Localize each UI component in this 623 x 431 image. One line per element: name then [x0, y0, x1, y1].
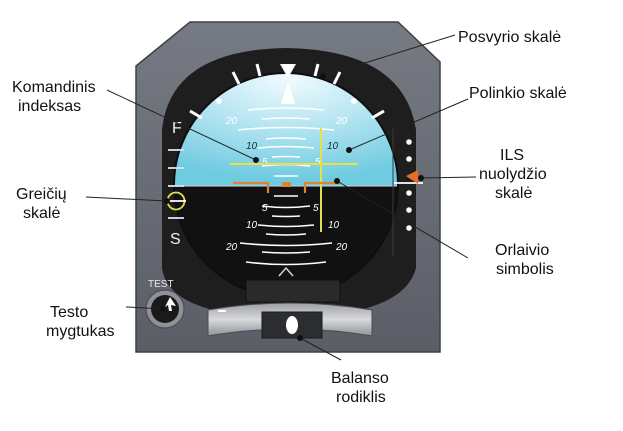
lower-window: [245, 279, 341, 303]
label-test-line1: Testo: [50, 304, 88, 321]
cursor-arrow-icon: [165, 297, 176, 311]
label-test-line2: mygtukas: [46, 323, 114, 340]
leader-dots: [160, 73, 424, 341]
ils-pointer: [406, 170, 418, 184]
label-speed-line2: skalė: [23, 205, 60, 222]
label-aircraft-line1: Orlaivio: [495, 242, 549, 259]
pitch-ladder-ground: [239, 195, 333, 266]
aircraft-symbol: [233, 181, 340, 193]
test-button-text: TEST: [148, 279, 174, 290]
pitch-number-up5-left: 5: [262, 157, 268, 168]
bank-scale-ticks: [189, 63, 385, 120]
bank-scale-dots: [216, 98, 357, 104]
pitch-number-dn10-right: 10: [328, 220, 340, 231]
pitch-number-up10-right: 10: [327, 141, 339, 152]
pitch-number-up20-right: 20: [335, 116, 348, 127]
label-balance-line2: rodiklis: [336, 389, 386, 406]
speed-slow-letter: S: [170, 231, 181, 248]
label-ils-line1: ILS: [500, 147, 524, 164]
label-pitch-scale: Polinkio skalė: [469, 85, 567, 102]
pitch-number-up10-left: 10: [246, 141, 258, 152]
ils-glideslope-scale: [392, 128, 423, 256]
leader-lines: [85, 34, 477, 361]
label-ils-line2: nuolydžio: [479, 166, 547, 183]
pitch-number-dn5-left: 5: [262, 203, 268, 214]
label-balance-line1: Balanso: [331, 370, 389, 387]
pitch-number-dn10-left: 10: [246, 220, 258, 231]
label-bank-scale: Posvyrio skalė: [458, 29, 561, 46]
label-aircraft-line2: simbolis: [496, 261, 554, 278]
label-speed-line1: Greičių: [16, 186, 67, 203]
pitch-number-dn20-right: 20: [335, 242, 348, 253]
label-ils-line3: skalė: [495, 185, 532, 202]
balance-indicator: [207, 302, 373, 339]
bank-index-pointer: [280, 64, 296, 78]
pitch-number-up20-left: 20: [225, 116, 238, 127]
label-command-index-line2: indeksas: [18, 98, 81, 115]
pitch-number-up5-right: 5: [315, 157, 321, 168]
pitch-ladder-sky: [237, 107, 335, 177]
pitch-number-dn20-left: 20: [225, 242, 238, 253]
bank-roll-pointer: [281, 82, 295, 104]
balance-ball: [286, 316, 298, 334]
label-command-index-line1: Komandinis: [12, 79, 96, 96]
bottom-pointer: [278, 266, 294, 277]
pitch-number-dn5-right: 5: [313, 203, 319, 214]
speed-fast-letter: F: [172, 120, 182, 137]
